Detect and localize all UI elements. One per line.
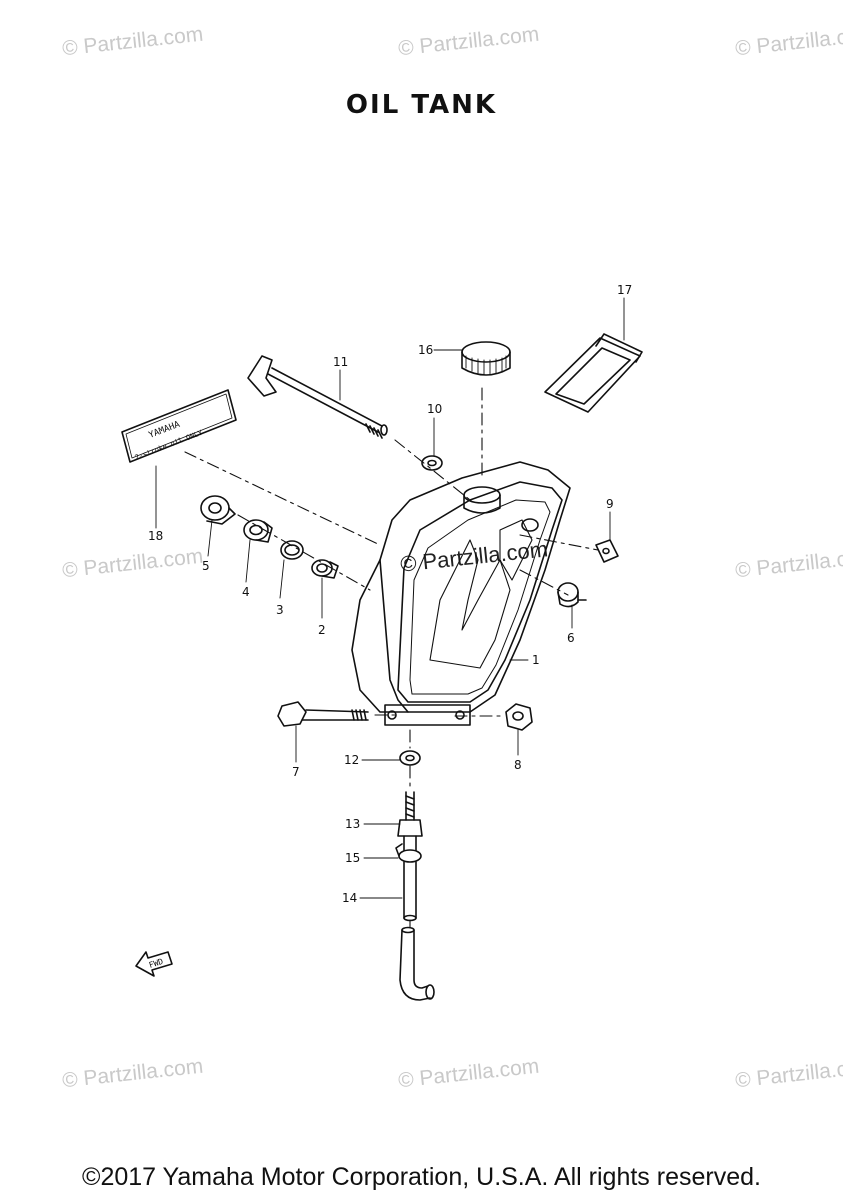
part-2-bushing [311,559,339,579]
fwd-arrow-icon: FWD [135,951,173,977]
callout-9: 9 [606,497,614,511]
copyright-notice: ©2017 Yamaha Motor Corporation, U.S.A. A… [82,1163,761,1191]
callout-8: 8 [514,758,522,772]
callout-11: 11 [333,355,348,369]
part-6-damper [557,582,587,608]
callout-17: 17 [617,283,632,297]
callout-7: 7 [292,765,300,779]
part-5-grommet [200,495,236,525]
callout-5: 5 [202,559,210,573]
part-1-oil-tank [351,461,571,726]
part-13-fitting [397,791,423,851]
callout-13: 13 [345,817,360,831]
callout-14: 14 [342,891,357,905]
part-12-washer [399,750,421,766]
callout-numbers: 1 2 3 4 5 6 7 8 9 10 11 12 13 14 15 16 1… [148,283,632,905]
callout-10: 10 [427,402,442,416]
part-11-long-bolt [247,355,388,439]
callout-4: 4 [242,585,250,599]
part-17-strap [544,333,643,413]
part-4-collar [243,519,273,543]
callout-18: 18 [148,529,163,543]
part-8-nut [505,703,533,731]
part-15-clamp [395,843,422,863]
diagram-title: OIL TANK [345,90,498,120]
part-10-washer [421,455,443,471]
part-14-hose [399,861,435,1001]
callout-1: 1 [532,653,540,667]
callout-15: 15 [345,851,360,865]
callout-2: 2 [318,623,326,637]
part-7-bolt [277,701,369,727]
part-16-filler-cap [461,341,511,376]
callout-12: 12 [344,753,359,767]
part-9-nut [595,539,619,563]
callout-3: 3 [276,603,284,617]
callout-6: 6 [567,631,575,645]
leader-lines [155,297,625,899]
part-18-decal: YAMAHA 2-stroke oil ONLY [121,389,237,463]
fwd-label: FWD [148,957,165,970]
part-3-ring [280,540,304,560]
callout-16: 16 [418,343,433,357]
